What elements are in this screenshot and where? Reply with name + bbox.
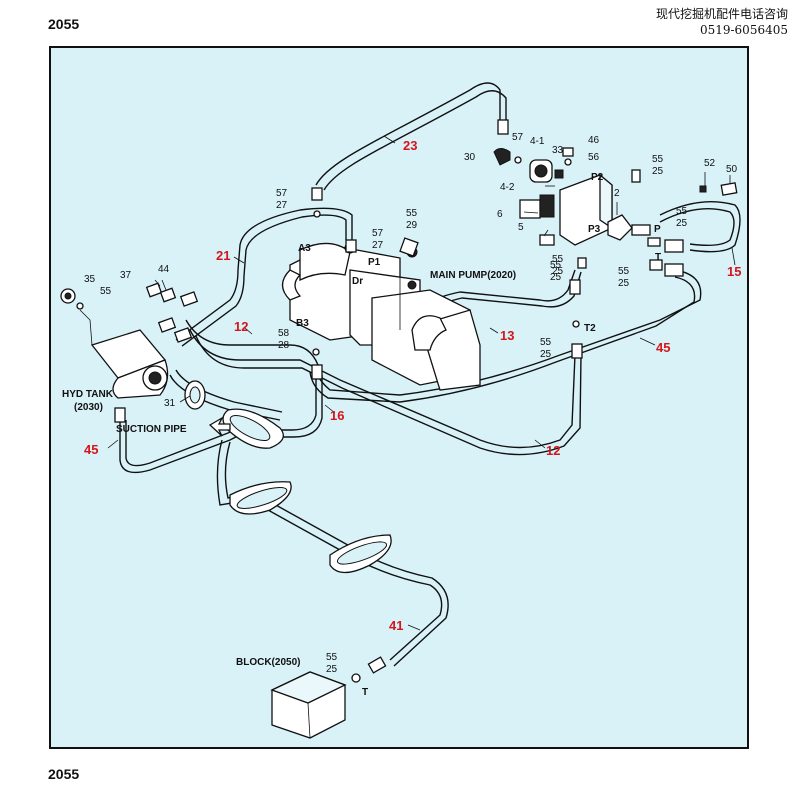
callout-hose-45-right: 45 (656, 340, 670, 355)
part-label: 37 (120, 270, 132, 281)
hose-clamp (222, 408, 284, 449)
hose-12-lower (189, 329, 576, 449)
part-label: 33 (552, 145, 564, 156)
part-label: 55 (552, 254, 564, 265)
part-label: 56 (588, 152, 600, 163)
part-label: 6 (497, 209, 503, 220)
part-label: 55 (406, 208, 418, 219)
part-label: 55 (676, 206, 688, 217)
port-p1: P1 (368, 257, 381, 268)
callout-hose-13: 13 (500, 328, 514, 343)
part-label: 57 (512, 132, 524, 143)
callout-hose-45-left: 45 (84, 442, 98, 457)
port-p: P (654, 224, 661, 235)
part-label: 57 (276, 188, 288, 199)
port-t: T (655, 252, 661, 263)
part-label: 27 (372, 240, 384, 251)
hyd-tank (90, 329, 169, 399)
hose-45-right (315, 269, 702, 396)
fitting-5 (539, 234, 555, 246)
port-p2: P2 (591, 172, 604, 183)
part-label: 55 (618, 266, 630, 277)
label-main-pump: MAIN PUMP(2020) (430, 270, 516, 281)
hose-23 (315, 82, 501, 186)
callout-hose-41: 41 (389, 618, 403, 633)
part-label: 4-1 (530, 136, 545, 147)
label-hyd-tank-code: (2030) (74, 402, 103, 413)
port-dr: Dr (352, 276, 363, 287)
part-label: 55 (540, 337, 552, 348)
page-number-bottom: 2055 (48, 766, 80, 782)
plug-50 (720, 182, 738, 196)
plug-46 (562, 147, 574, 157)
contact-line-1: 现代挖掘机配件电话咨询 (655, 7, 788, 21)
contact-info: 现代挖掘机配件电话咨询 0519-6056405 (656, 6, 788, 38)
callout-hose-12-lower: 12 (546, 443, 560, 458)
hose-41 (216, 439, 443, 661)
part-label: 35 (84, 274, 96, 285)
hose-15 (659, 200, 741, 253)
diagram-frame (49, 46, 749, 749)
part-label: 5 (518, 222, 524, 233)
part-label: 31 (164, 398, 176, 409)
fitting-52 (699, 185, 707, 193)
part-label: 57 (372, 228, 384, 239)
hose-clamp (229, 481, 292, 515)
part-label: 55 (652, 154, 664, 165)
part-label: 55 (550, 260, 562, 271)
label-suction-pipe: SUCTION PIPE (116, 424, 187, 435)
part-label: 58 (278, 328, 290, 339)
main-pump (281, 242, 481, 391)
fitting-33 (554, 169, 564, 179)
part-label: 25 (550, 272, 562, 283)
valve-6 (519, 199, 541, 219)
hose-clamp (329, 534, 392, 574)
callout-hose-16: 16 (330, 408, 344, 423)
callout-hose-23: 23 (403, 138, 417, 153)
fitting-44 (159, 287, 177, 303)
part-label: 25 (326, 664, 338, 675)
part-label: 25 (618, 278, 630, 289)
label-hyd-tank: HYD TANK (62, 389, 114, 400)
part-label: 30 (464, 152, 476, 163)
part-label: 28 (278, 340, 290, 351)
part-label: 55 (326, 652, 338, 663)
callout-hose-21: 21 (216, 248, 230, 263)
part-label: 29 (406, 220, 418, 231)
port-t-block: T (362, 687, 368, 698)
part-label: 44 (158, 264, 170, 275)
hose-16 (240, 375, 317, 431)
block-2050 (270, 671, 347, 739)
part-label: 52 (704, 158, 716, 169)
elbow-29 (399, 237, 419, 257)
part-label: 4-2 (500, 182, 515, 193)
port-b3: B3 (296, 318, 309, 329)
callout-hose-15: 15 (727, 264, 741, 279)
part-label: 46 (588, 135, 600, 146)
part-label: 50 (726, 164, 738, 175)
contact-phone: 0519-6056405 (699, 23, 788, 37)
control-valve-block (519, 159, 684, 277)
part-label: 25 (552, 266, 564, 277)
port-p3: P3 (588, 224, 601, 235)
arrow-icon (208, 416, 231, 437)
part-label: 25 (540, 349, 552, 360)
label-block: BLOCK(2050) (236, 657, 300, 668)
fitting-37 (145, 282, 163, 298)
valve-2 (607, 214, 633, 241)
part-label: 55 (100, 286, 112, 297)
part-label: 25 (676, 218, 688, 229)
part-label: 2 (614, 188, 620, 199)
elbow-30 (493, 148, 511, 166)
hose-12-upper (185, 319, 319, 366)
page-number-top: 2055 (48, 16, 80, 32)
part-label: 27 (276, 200, 288, 211)
part-label: 25 (652, 166, 664, 177)
hose-21 (175, 207, 353, 341)
callout-hose-12-upper: 12 (234, 319, 248, 334)
port-a3: A3 (298, 243, 311, 254)
port-t2: T2 (584, 323, 596, 334)
